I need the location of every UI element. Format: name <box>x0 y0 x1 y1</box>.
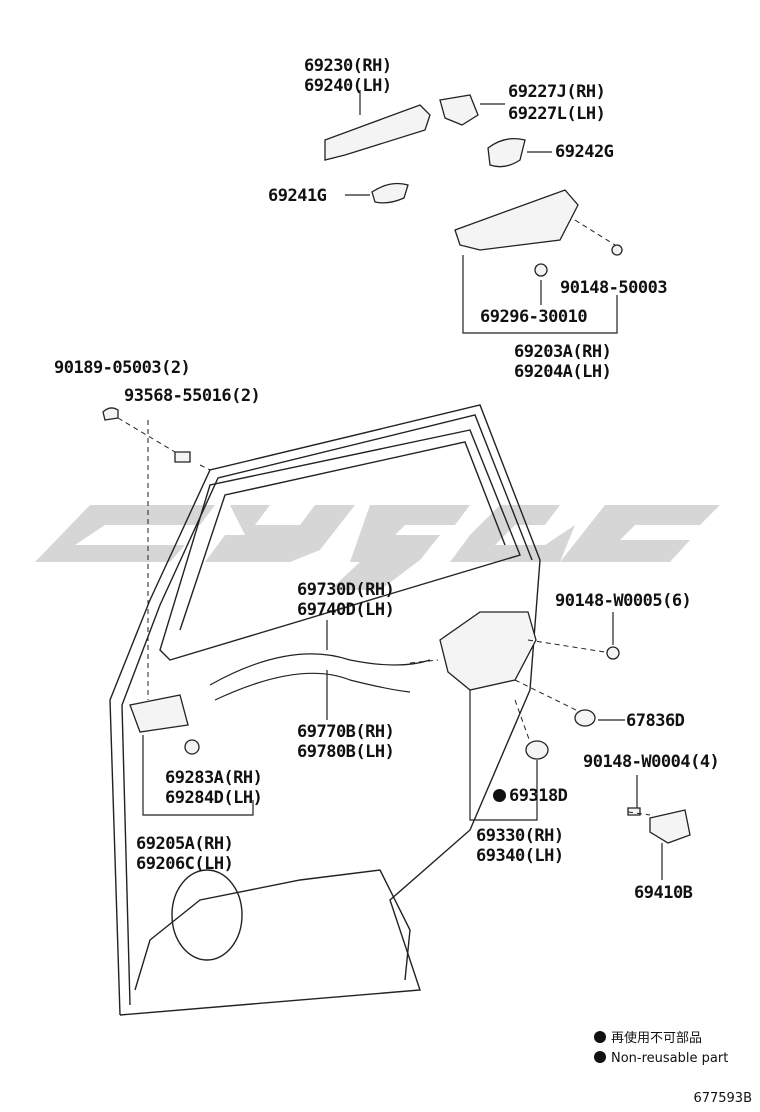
door-panel <box>109 404 541 1016</box>
label-90148-50003: 90148-50003 <box>560 278 668 298</box>
dashed-leaders <box>117 219 651 816</box>
legend-english-text: Non-reusable part <box>611 1051 729 1066</box>
label-69410b: 69410B <box>634 883 693 903</box>
label-69242g: 69242G <box>555 142 614 162</box>
label-69296-30010: 69296-30010 <box>480 307 588 327</box>
figure-number: 677593B <box>693 1091 752 1106</box>
label-67836d: 67836D <box>626 711 685 731</box>
legend-dot-icon <box>594 1031 606 1043</box>
label-69206c: 69206C(LH) <box>136 854 234 874</box>
label-69204a: 69204A(LH) <box>514 362 612 382</box>
label-93568-55016: 93568-55016(2) <box>124 386 261 406</box>
legend-english: Non-reusable part <box>594 1051 728 1067</box>
label-90148-w0004: 90148-W0004(4) <box>583 752 720 772</box>
label-69318d-text: 69318D <box>509 786 568 806</box>
label-69740d: 69740D(LH) <box>297 600 395 620</box>
label-69318d: 69318D <box>493 786 568 806</box>
label-69780b: 69780B(LH) <box>297 742 395 762</box>
cables <box>209 653 431 701</box>
legend-japanese-text: 再使用不可部品 <box>611 1031 703 1046</box>
label-69730d: 69730D(RH) <box>297 580 395 600</box>
label-69770b: 69770B(RH) <box>297 722 395 742</box>
non-reusable-marker-icon <box>493 789 506 802</box>
label-90148-w0005: 90148-W0005(6) <box>555 591 692 611</box>
label-69241g: 69241G <box>268 186 327 206</box>
label-69230: 69230(RH) <box>304 56 392 76</box>
label-69330: 69330(RH) <box>476 826 564 846</box>
label-90189-05003: 90189-05003(2) <box>54 358 191 378</box>
legend-dot-icon <box>594 1051 606 1063</box>
watermark-logo <box>35 505 720 590</box>
leader-lines <box>142 90 663 880</box>
parts <box>102 94 691 844</box>
label-69203a: 69203A(RH) <box>514 342 612 362</box>
legend-japanese: 再使用不可部品 <box>594 1031 702 1047</box>
label-69340: 69340(LH) <box>476 846 564 866</box>
label-69227j: 69227J(RH) <box>508 82 606 102</box>
label-69284d: 69284D(LH) <box>165 788 263 808</box>
label-69240: 69240(LH) <box>304 76 392 96</box>
label-69227l: 69227L(LH) <box>508 104 606 124</box>
label-69205a: 69205A(RH) <box>136 834 234 854</box>
label-69283a: 69283A(RH) <box>165 768 263 788</box>
